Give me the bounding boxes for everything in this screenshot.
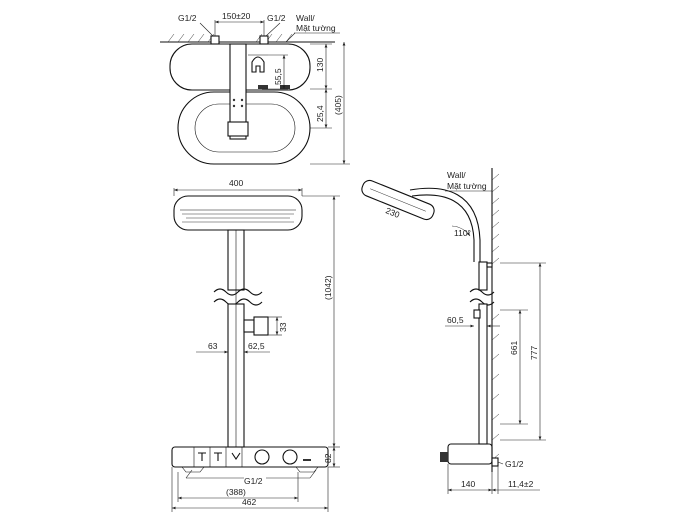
label-g12-left: G1/2 (178, 13, 197, 23)
temp-knob (254, 449, 270, 465)
side-thermostat (447, 443, 493, 465)
side-slider (473, 309, 481, 319)
dim-661: 661 (509, 341, 519, 355)
flow-knob (282, 449, 298, 465)
dim-150: 150±20 (222, 11, 251, 21)
clip-left (258, 85, 268, 89)
side-break-bottom (469, 298, 495, 306)
wall-hatch-side (491, 173, 500, 461)
top-wall-bracket (486, 262, 493, 268)
dim-82: 82 (323, 453, 333, 463)
wall-hatch-top (160, 33, 335, 43)
side-arm-inner (411, 194, 475, 262)
dim-62-5: 62,5 (248, 341, 265, 351)
button-panel (193, 446, 243, 468)
right-outlet (259, 35, 269, 45)
dim-140: 140 (461, 479, 475, 489)
dim-11-4: 11,4±2 (508, 479, 534, 489)
dim-388: (388) (226, 487, 246, 497)
spout-button-icon (231, 452, 241, 460)
label-wall-top-vi: Mặt tường (296, 23, 336, 33)
label-wall-top: Wall/ (296, 13, 315, 23)
hand-button-icon (214, 452, 222, 461)
arm-joint (227, 121, 249, 137)
label-g12-right: G1/2 (267, 13, 286, 23)
front-view: 400 33 63 62,5 (171, 178, 340, 512)
dim-230: 230 (384, 205, 401, 220)
label-wall-side-vi: Mặt tường (447, 181, 487, 191)
slider-holder (253, 316, 269, 336)
top-view: 150±20 G1/2 G1/2 Wall/ Mặt tường 130 55,… (160, 11, 350, 165)
break-line-top (213, 288, 263, 296)
column-dots (232, 98, 244, 108)
knob-marker (303, 459, 311, 461)
thermostat-body (171, 446, 329, 468)
dim-60-5: 60,5 (447, 315, 464, 325)
dim-462: 462 (242, 497, 256, 507)
front-shower-head (173, 195, 303, 231)
dim-63: 63 (208, 341, 218, 351)
top-column (229, 43, 247, 140)
side-knob (440, 452, 448, 462)
dim-33: 33 (278, 322, 288, 332)
side-view: Wall/ Mặt tường 230 110° 60,5 G1/2 (361, 168, 546, 494)
dim-130: 130 (315, 58, 325, 72)
dim-55-5: 55,5 (273, 68, 283, 85)
dim-777: 777 (529, 346, 539, 360)
side-arm-outer (409, 187, 481, 262)
side-inlet (491, 457, 499, 467)
side-column-upper (478, 261, 488, 291)
side-break-top (469, 288, 495, 296)
label-g12-bottom: G1/2 (244, 476, 263, 486)
bracket-hook (251, 56, 265, 73)
side-shower-head (361, 179, 435, 221)
side-column-lower (478, 303, 488, 445)
break-line-bottom (213, 298, 263, 306)
label-wall-side: Wall/ (447, 170, 466, 180)
base-left-connector (181, 466, 205, 473)
dim-1042: (1042) (323, 275, 333, 300)
left-outlet (210, 35, 220, 45)
dim-405: (405) (333, 95, 343, 115)
hand-slider (243, 319, 255, 333)
dim-400: 400 (229, 178, 243, 188)
dim-110: 110° (454, 228, 471, 238)
shower-button-icon (198, 452, 206, 461)
label-g12-side: G1/2 (505, 459, 524, 469)
dim-25-4: 25,4 (315, 105, 325, 122)
base-right-connector (295, 466, 319, 473)
head-nozzles (182, 213, 294, 223)
